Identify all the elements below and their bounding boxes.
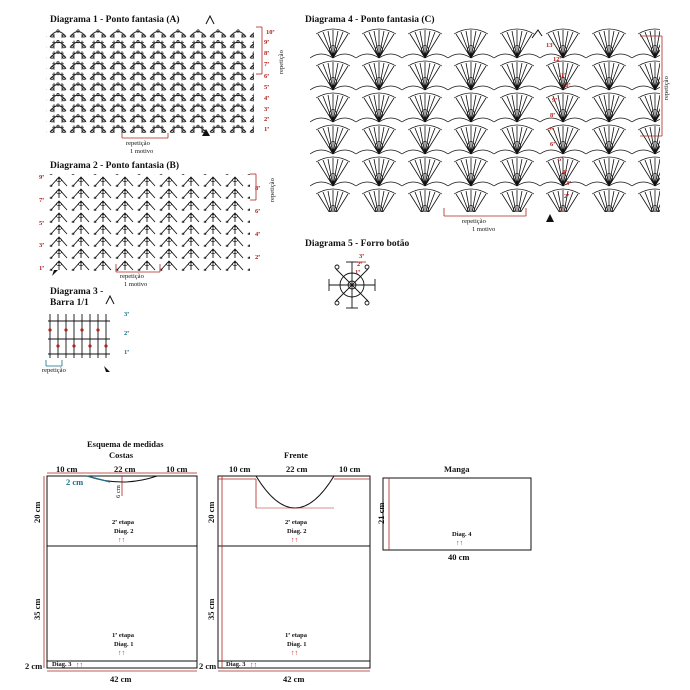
costas-stage2: 2ª etapa	[112, 519, 134, 526]
d5-row-1: 1ª	[355, 269, 361, 276]
d4-row-13: 13ª	[546, 42, 555, 49]
frente-band: Diag. 3	[226, 661, 246, 668]
frente-stage1: 1ª etapa	[285, 632, 307, 639]
costas-top-right: 10 cm	[166, 464, 188, 474]
frente-stage2-arrows: ↑↑	[291, 536, 298, 544]
frente-bottom: 42 cm	[283, 674, 305, 684]
diagram-3-title-2: Barra 1/1	[50, 298, 89, 308]
costas-panel	[43, 472, 198, 672]
d1-row-6: 6ª	[264, 73, 270, 80]
d3-row-2: 2ª	[124, 330, 130, 337]
frente-stage2-diag: Diag. 2	[287, 528, 307, 535]
d4-row-1: 1ª	[558, 206, 564, 213]
costas-left-2: 2 cm	[25, 661, 43, 671]
d1-row-9: 9ª	[264, 39, 270, 46]
costas-stage1-diag: Diag. 1	[114, 641, 134, 648]
d5-row-3: 3ª	[359, 253, 365, 260]
diagram-4-title: Diagrama 4 - Ponto fantasia (C)	[305, 15, 435, 25]
costas-stage1: 1ª etapa	[112, 632, 134, 639]
frente-stage2: 2ª etapa	[285, 519, 307, 526]
d1-row-10: 10ª	[266, 29, 275, 36]
manga-bottom: 40 cm	[448, 552, 470, 562]
d1-row-5: 5ª	[264, 84, 270, 91]
manga-arrows: ↑↑	[456, 539, 463, 547]
d4-row-10: 10ª	[562, 82, 571, 89]
diagram-5-title: Diagrama 5 - Forro botão	[305, 239, 410, 249]
d1-row-3: 3ª	[264, 106, 270, 113]
d2-repeat-bottom: repetição	[120, 273, 144, 280]
frente-panel	[217, 475, 371, 672]
d2-row-3: 3ª	[39, 242, 45, 249]
costas-stage1-arrows: ↑↑	[118, 649, 125, 657]
frente-left-35: 35 cm	[206, 598, 216, 620]
costas-band: Diag. 3	[52, 661, 72, 668]
costas-left-20: 20 cm	[32, 501, 42, 523]
frente-left-2: 2 cm	[199, 661, 217, 671]
d2-repeat-side: repetição	[269, 178, 276, 202]
d1-motif: 1 motivo	[130, 148, 154, 155]
d1-row-1: 1ª	[264, 126, 270, 133]
d4-row-5: 5ª	[558, 156, 564, 163]
d4-row-2: 2ª	[564, 193, 570, 200]
frente-band-arrows: ↑↑	[250, 661, 257, 669]
d4-row-8: 8ª	[550, 112, 556, 119]
manga-height: 21 cm	[376, 502, 386, 524]
d1-row-8: 8ª	[264, 50, 270, 57]
frente-top-right: 10 cm	[339, 464, 361, 474]
d2-row-5: 5ª	[39, 220, 45, 227]
costas-neck-side: 2 cm	[66, 477, 84, 487]
manga-label: Manga	[444, 464, 470, 474]
d4-repeat-side: repetição	[663, 76, 670, 100]
d1-repeat-side: repetição	[278, 50, 285, 74]
d1-row-2: 2ª	[264, 116, 270, 123]
d2-row-9: 9ª	[39, 174, 45, 181]
d3-row-3: 3ª	[124, 311, 130, 318]
costas-stage2-diag: Diag. 2	[114, 528, 134, 535]
d4-repeat-bottom: repetição	[462, 218, 486, 225]
costas-left-35: 35 cm	[32, 598, 42, 620]
d1-row-7: 7ª	[264, 61, 270, 68]
d2-row-4: 4ª	[255, 231, 261, 238]
d1-row-4: 4ª	[264, 95, 270, 102]
d4-row-7: 7ª	[548, 127, 554, 134]
d4-row-9: 9ª	[552, 97, 558, 104]
d2-row-6: 6ª	[255, 208, 261, 215]
d4-row-11: 11ª	[558, 72, 567, 79]
frente-stage1-arrows: ↑↑	[291, 649, 298, 657]
d4-row-4: 4ª	[562, 169, 568, 176]
d4-row-12: 12ª	[553, 56, 562, 63]
d2-row-2: 2ª	[255, 254, 261, 261]
d2-row-7: 7ª	[39, 197, 45, 204]
d2-row-8: 8ª	[255, 185, 261, 192]
costas-top-mid: 22 cm	[114, 464, 136, 474]
frente-left-20: 20 cm	[206, 501, 216, 523]
costas-label: Costas	[109, 450, 134, 460]
d2-row-1: 1ª	[39, 265, 45, 272]
d1-repeat-bottom: repetição	[126, 140, 150, 147]
frente-top-mid: 22 cm	[286, 464, 308, 474]
frente-top-left: 10 cm	[229, 464, 251, 474]
costas-neck-depth: 6 cm	[115, 485, 122, 498]
d3-row-1: 1ª	[124, 349, 130, 356]
schema-title: Esquema de medidas	[87, 439, 164, 449]
manga-diag: Diag. 4	[452, 531, 472, 538]
diagram-2-title: Diagrama 2 - Ponto fantasia (B)	[50, 161, 180, 171]
d2-motif: 1 motivo	[124, 281, 148, 288]
d3-repeat: repetição	[42, 367, 66, 374]
d4-motif: 1 motivo	[472, 226, 496, 233]
costas-band-arrows: ↑↑	[76, 661, 83, 669]
costas-stage2-arrows: ↑↑	[118, 536, 125, 544]
costas-bottom: 42 cm	[110, 674, 132, 684]
costas-top-left: 10 cm	[56, 464, 78, 474]
frente-label: Frente	[284, 450, 308, 460]
frente-stage1-diag: Diag. 1	[287, 641, 307, 648]
diagram-3-title-1: Diagrama 3 -	[50, 287, 104, 297]
d4-row-6: 6ª	[550, 141, 556, 148]
d4-row-3: 3ª	[566, 180, 572, 187]
diagram-1-title: Diagrama 1 - Ponto fantasia (A)	[50, 15, 180, 25]
manga-panel	[382, 477, 532, 551]
d5-row-2: 2ª	[357, 261, 363, 268]
